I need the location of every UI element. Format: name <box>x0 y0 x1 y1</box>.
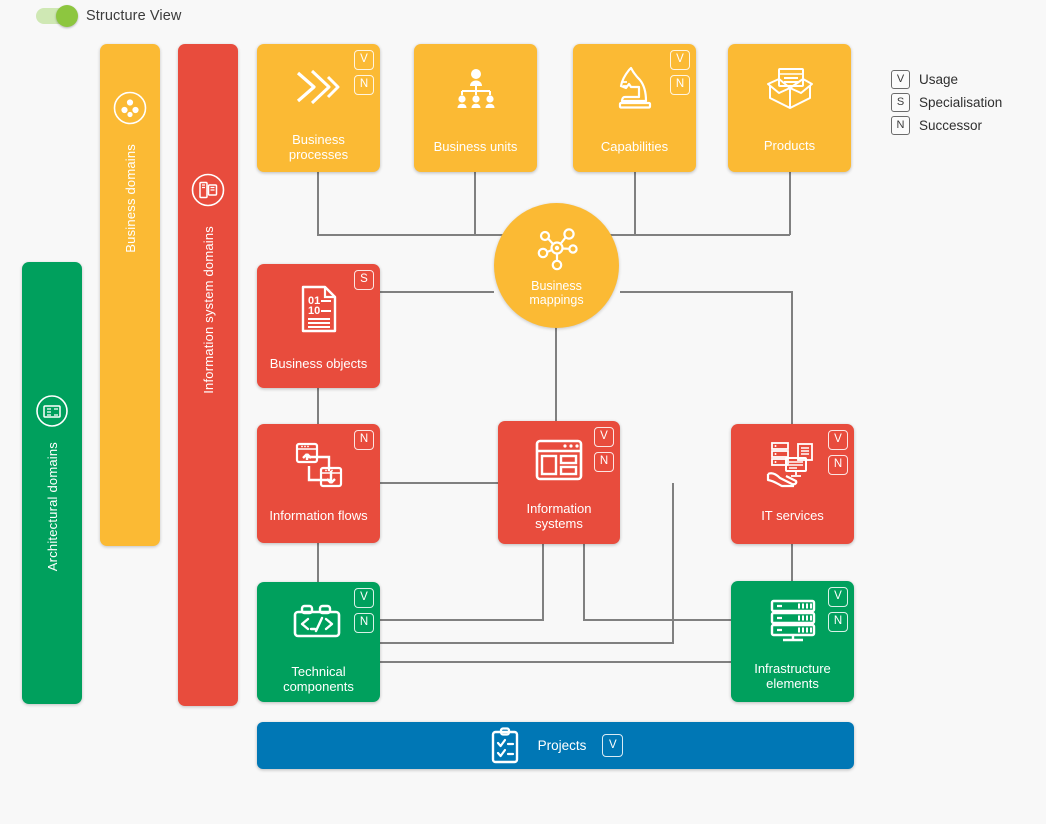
open-box-icon <box>728 66 851 112</box>
lane-label-architectural-domains: Architectural domains <box>44 442 60 572</box>
toggle-knob[interactable] <box>56 5 78 27</box>
label-it-services: IT services <box>761 508 824 523</box>
legend-label-successor: Successor <box>919 117 983 133</box>
badges-information-flows: N <box>354 430 374 450</box>
label-infrastructure-elements-line2: elements <box>766 676 819 691</box>
badge-n[interactable]: N <box>354 75 374 95</box>
badge-v[interactable]: V <box>670 50 690 70</box>
legend-label-specialisation: Specialisation <box>919 94 1003 110</box>
architecture-circle-icon <box>35 394 69 428</box>
label-business-mappings-line2: mappings <box>529 292 584 307</box>
lane-information-system-domains[interactable]: Information system domains <box>178 44 238 706</box>
structure-view-toggle-row: Structure View <box>36 5 182 27</box>
legend-badge-v: V <box>891 69 910 89</box>
label-business-units: Business units <box>433 139 518 154</box>
information-system-circle-icon <box>190 172 226 208</box>
legend: V Usage S Specialisation N Successor <box>891 68 1002 137</box>
badge-n[interactable]: N <box>828 455 848 475</box>
label-business-mappings-line1: Business <box>531 278 582 293</box>
node-information-flows[interactable]: N Information flows <box>257 424 380 543</box>
binary-document-icon: 01 10 <box>257 284 380 334</box>
it-service-hand-icon <box>731 440 854 490</box>
badge-n[interactable]: N <box>354 430 374 450</box>
legend-item-specialisation: S Specialisation <box>891 91 1002 113</box>
application-window-icon <box>498 439 620 483</box>
org-chart-icon <box>414 66 537 110</box>
legend-badge-s: S <box>891 92 910 112</box>
node-capabilities[interactable]: V N Capabilities <box>573 44 696 172</box>
network-hub-icon <box>531 225 583 273</box>
svg-text:10: 10 <box>308 305 320 317</box>
label-information-systems-line2: systems <box>535 516 583 531</box>
badge-v[interactable]: V <box>828 430 848 450</box>
business-domain-circle-icon <box>112 90 148 126</box>
node-business-processes[interactable]: V N Business processes <box>257 44 380 172</box>
node-information-systems[interactable]: V N Information systems <box>498 421 620 544</box>
label-products: Products <box>763 138 816 153</box>
chess-knight-icon <box>573 64 696 112</box>
node-business-units[interactable]: Business units <box>414 44 537 172</box>
code-brick-icon <box>257 602 380 644</box>
legend-item-successor: N Successor <box>891 114 1002 136</box>
label-capabilities: Capabilities <box>600 139 669 154</box>
badge-n[interactable]: N <box>354 613 374 633</box>
badges-infrastructure-elements: V N <box>828 587 848 632</box>
node-business-mappings[interactable]: Business mappings <box>494 203 619 328</box>
data-transfer-icon <box>257 440 380 492</box>
structure-view-toggle[interactable] <box>36 5 78 27</box>
chevrons-icon <box>257 66 380 108</box>
badge-s[interactable]: S <box>354 270 374 290</box>
badge-v[interactable]: V <box>828 587 848 607</box>
badges-capabilities: V N <box>670 50 690 95</box>
badges-business-processes: V N <box>354 50 374 95</box>
lane-business-domains[interactable]: Business domains <box>100 44 160 546</box>
badges-business-objects: S <box>354 270 374 290</box>
label-projects: Projects <box>537 738 587 753</box>
badge-v[interactable]: V <box>602 734 624 757</box>
node-technical-components[interactable]: V N Technical components <box>257 582 380 702</box>
node-it-services[interactable]: V N IT services <box>731 424 854 544</box>
badge-n[interactable]: N <box>594 452 614 472</box>
label-business-processes-line1: Business <box>292 132 345 147</box>
badge-v[interactable]: V <box>354 588 374 608</box>
badge-v[interactable]: V <box>594 427 614 447</box>
legend-item-usage: V Usage <box>891 68 1002 90</box>
lane-label-information-system-domains: Information system domains <box>200 226 216 394</box>
node-projects[interactable]: Projects V <box>257 722 854 769</box>
badges-technical-components: V N <box>354 588 374 633</box>
label-infrastructure-elements-line1: Infrastructure <box>754 661 831 676</box>
label-information-systems-line1: Information <box>526 501 592 516</box>
label-information-flows: Information flows <box>269 508 368 523</box>
lane-architectural-domains[interactable]: Architectural domains <box>22 262 82 704</box>
label-business-objects: Business objects <box>269 356 368 371</box>
node-products[interactable]: Products <box>728 44 851 172</box>
label-technical-components-line2: components <box>283 679 354 694</box>
legend-badge-n: N <box>891 115 910 135</box>
badge-n[interactable]: N <box>828 612 848 632</box>
legend-label-usage: Usage <box>919 71 959 87</box>
clipboard-checklist-icon <box>488 726 522 765</box>
badge-n[interactable]: N <box>670 75 690 95</box>
badges-it-services: V N <box>828 430 848 475</box>
structure-view-toggle-label: Structure View <box>86 8 182 24</box>
label-business-processes-line2: processes <box>288 147 349 162</box>
server-rack-icon <box>731 599 854 645</box>
node-infrastructure-elements[interactable]: V N Infrastructure elements <box>731 581 854 702</box>
badges-information-systems: V N <box>594 427 614 472</box>
label-technical-components-line1: Technical <box>291 664 346 679</box>
lane-label-business-domains: Business domains <box>122 144 138 253</box>
badge-v[interactable]: V <box>354 50 374 70</box>
node-business-objects[interactable]: S 01 10 Business objects <box>257 264 380 388</box>
svg-text:01: 01 <box>308 295 320 307</box>
